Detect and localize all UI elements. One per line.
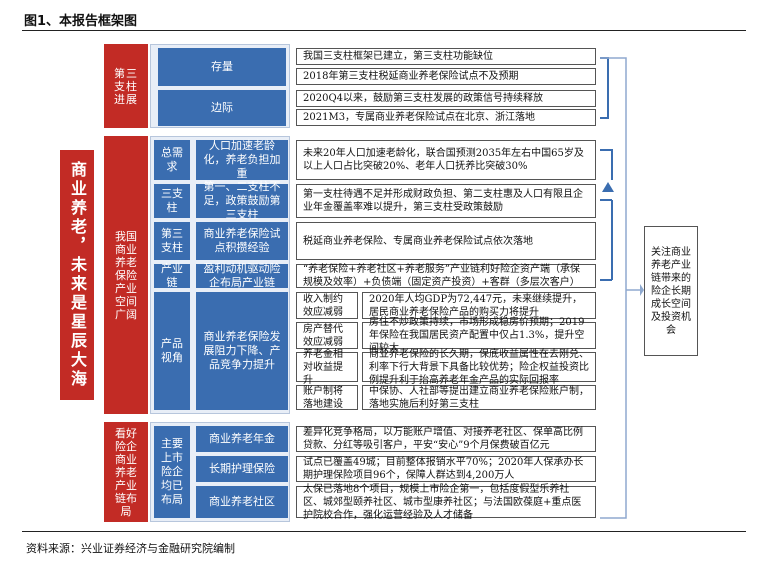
category-stock: 存量 xyxy=(158,48,286,86)
progress-item: 2021M3，专属商业养老保险试点在北京、浙江落地 xyxy=(296,109,596,126)
bracket-progress xyxy=(600,57,609,119)
section-market-space: 我国商业养老保险产业空间广阔 xyxy=(104,136,148,414)
product-factor-text: 商业养老保险的长久期，保底收益属性在去刚兑、利率下行大背景下具备比较优势；险企权… xyxy=(362,349,596,386)
product-factor-label: 收入制约效应减弱 xyxy=(296,292,358,319)
section-label: 第三支柱进展 xyxy=(114,66,138,106)
product-factor-text: 中保协、人社部等提出建立商业养老保险账户制，落地实施后利好第三支柱 xyxy=(362,385,596,410)
category-chain: 盈利动机驱动险企布局产业链 xyxy=(196,262,288,289)
figure-title: 图1、本报告框架图 xyxy=(24,14,138,29)
category-margin: 边际 xyxy=(158,90,286,126)
section-third-pillar-progress: 第三支柱进展 xyxy=(104,44,148,128)
sublabel-text: 总需求 xyxy=(161,146,183,173)
market-text: 第一支柱待遇不足并形成财政负担、第二支柱惠及人口有限且企业年金覆盖率难以提升，第… xyxy=(296,184,596,218)
sublabel-chain: 产业链 xyxy=(154,262,190,289)
progress-item: 2018年第三支柱税延商业养老保险试点不及预期 xyxy=(296,68,596,85)
category-community: 商业养老社区 xyxy=(196,486,288,518)
market-text: 未来20年人口加速老龄化，联合国预测2035年左右中国65岁及以上人口占比突破2… xyxy=(296,140,596,180)
sublabel-text: 主要上市险企均已布局 xyxy=(161,437,183,506)
section-label: 我国商业养老保险产业空间广阔 xyxy=(115,229,137,321)
product-factor-label: 养老金相对收益提升 xyxy=(296,349,358,386)
product-factor-text: 房住不炒政策持续，市场形成稳房价预期；2019年保险在我国居民资产配置中仅占1.… xyxy=(362,317,596,354)
product-factor-label: 账户制将落地建设 xyxy=(296,385,358,410)
progress-item: 2020Q4以来，鼓励第三支柱发展的政策信号持续释放 xyxy=(296,90,596,107)
investment-box: 关注商业养老产业链带来的险企长期成长空间及投资机会 xyxy=(644,226,698,356)
sublabel-product: 产品视角 xyxy=(154,292,190,410)
main-title: 商业养老，未来是星辰大海 xyxy=(60,150,94,400)
sublabel-text: 产业链 xyxy=(161,262,183,289)
category-ltc: 长期护理保险 xyxy=(196,456,288,482)
bottom-rule xyxy=(22,531,746,532)
sublabel-pillars: 三支柱 xyxy=(154,184,190,218)
product-factor-text: 2020年人均GDP为72,447元，未来继续提升，居民商业养老保险产品的购买力… xyxy=(362,292,596,319)
down-arrow xyxy=(602,182,614,192)
sublabel-demand: 总需求 xyxy=(154,140,190,180)
outer-bracket xyxy=(600,57,627,519)
sublabel-text: 三支柱 xyxy=(161,187,183,214)
section-label: 看好险企商业养老产业链布局 xyxy=(115,426,137,518)
category-pilot: 商业养老保险试点积攒经验 xyxy=(196,222,288,260)
section-insurer-layout: 看好险企商业养老产业链布局 xyxy=(104,422,148,522)
market-text: “养老保险+养老社区+养老服务”产业链利好险企资产端（承保规模及效率）+负债端（… xyxy=(296,264,596,288)
sublabel-third-pillar: 第三支柱 xyxy=(154,222,190,260)
progress-item: 我国三支柱框架已建立，第三支柱功能缺位 xyxy=(296,48,596,65)
top-rule xyxy=(22,30,746,31)
market-text: 税延商业养老保险、专属商业养老保险试点依次落地 xyxy=(296,222,596,260)
category-product: 商业养老保险发展阻力下降、产品竞争力提升 xyxy=(196,292,288,410)
category-pillars: 第一、二支柱不足，政策鼓励第三支柱 xyxy=(196,180,288,221)
listed-text: 试点已覆盖49城；目前整体报销水平70%；2020年人保承办长期护理保险项目96… xyxy=(296,456,596,482)
listed-text: 太保已落地8个项目，规模上市险企第一，包括度假型乐养社区、城郊型颐养社区、城市型… xyxy=(296,484,596,521)
listed-text: 差异化竞争格局，以万能账户增值、对接养老社区、保单高比例贷款、分红等吸引客户，平… xyxy=(296,426,596,452)
sublabel-text: 产品视角 xyxy=(161,337,183,364)
category-aging: 人口加速老龄化，养老负担加重 xyxy=(196,139,288,180)
category-annuity: 商业养老年金 xyxy=(196,426,288,452)
bracket-market-top xyxy=(600,149,613,180)
source-note: 资料来源：兴业证券经济与金融研究院编制 xyxy=(26,542,235,555)
sublabel-listed: 主要上市险企均已布局 xyxy=(154,426,190,518)
product-factor-label: 房产替代效应减弱 xyxy=(296,322,358,349)
sublabel-text: 第三支柱 xyxy=(161,227,183,254)
